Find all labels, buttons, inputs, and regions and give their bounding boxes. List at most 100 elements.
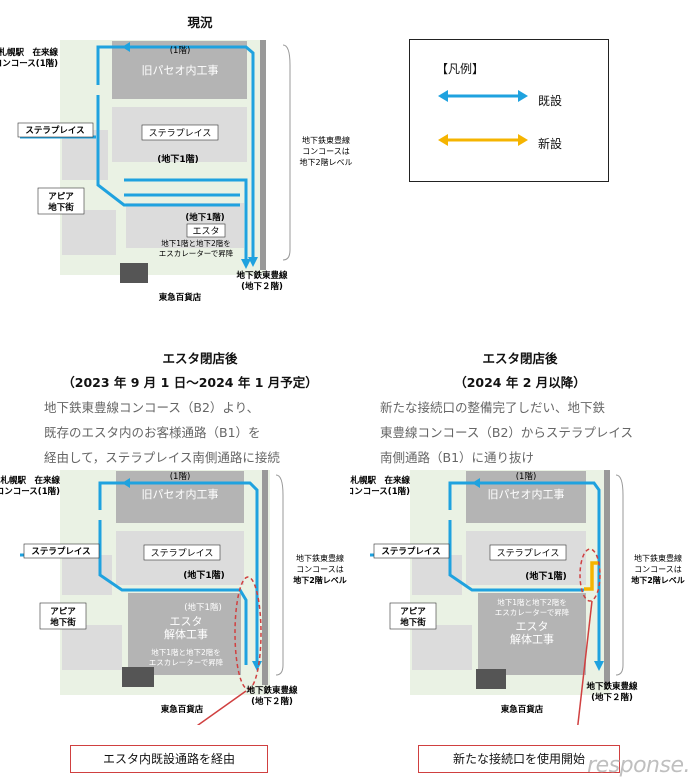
label-tokyu: 東急百貨店 — [501, 704, 544, 715]
right-description-line: 新たな接続口の整備完了しだい、地下鉄 — [380, 400, 606, 415]
label-construction: 旧パセオ内工事 — [142, 487, 219, 501]
label-esta: 解体工事 — [164, 627, 208, 641]
paseo-building — [466, 471, 586, 523]
label-b1: (地下1階) — [183, 569, 225, 581]
side-note: 地下2階レベル — [631, 575, 685, 585]
right-map: JR札幌駅 在来線 東コンコース(1階) (1階) 旧パセオ内工事 ステラプレイ… — [350, 470, 685, 725]
legend: 【凡例】 既設 新設 — [409, 39, 609, 182]
callout-leader — [577, 600, 593, 725]
current-map: JR札幌駅 在来線 東コンコース(1階) (1階) 旧パセオ内工事 ステラプレイ… — [0, 40, 353, 303]
right-subtitle: （2024 年 2 月以降） — [454, 375, 586, 390]
label-stellar-left: ステラプレイス — [31, 546, 90, 557]
legend-title: 【凡例】 — [436, 62, 485, 76]
legend-existing-arrow-icon — [438, 90, 528, 102]
label-apia: 地下街 — [50, 617, 76, 628]
tokyu-entrance — [122, 667, 154, 687]
legend-new-label: 新設 — [538, 137, 563, 151]
label-stellar-bld: ステラプレイス — [497, 548, 560, 559]
callout-leader — [196, 690, 247, 725]
label-b1-2: (地下1階) — [185, 212, 224, 223]
label-apia: 地下街 — [400, 617, 426, 628]
left-description-line: 経由して，ステラプレイス南側通路に接続 — [44, 450, 280, 465]
left-description-line: 既存のエスタ内のお客様通路（B1）を — [44, 425, 261, 440]
wall-edge — [260, 40, 266, 270]
right-description: 新たな接続口の整備完了しだい、地下鉄 東豊線コンコース（B2）からステラプレイス… — [380, 395, 633, 470]
label-jr: JR札幌駅 在来線 — [0, 47, 58, 58]
level-bracket — [615, 474, 624, 676]
arrowheads — [472, 478, 604, 671]
label-subway: (地下２階) — [591, 692, 633, 703]
label-construction: 旧パセオ内工事 — [488, 487, 565, 501]
label-esta: エスタ — [192, 226, 219, 237]
label-subway: 地下鉄東豊線 — [586, 681, 638, 692]
side-note: 地下鉄東豊線 — [634, 553, 682, 563]
label-apia: 地下街 — [48, 202, 74, 213]
label-esta: エスタ — [170, 615, 203, 628]
label-subway: (地下２階) — [251, 696, 293, 707]
label-jr: 東コンコース(1階) — [0, 486, 60, 497]
block — [412, 625, 472, 670]
label-jr: 東コンコース(1階) — [0, 58, 58, 69]
watermark: response. — [587, 753, 690, 778]
block — [62, 625, 122, 670]
label-tokyu: 東急百貨店 — [161, 704, 204, 715]
esta-building — [128, 593, 241, 675]
label-floor1: (1階) — [170, 45, 191, 56]
label-escalator: 地下1階と地下2階を — [497, 597, 567, 607]
label-b1: (地下1階) — [525, 570, 567, 582]
new-route — [584, 561, 598, 591]
paseo-building — [112, 41, 247, 99]
label-floor1: (1階) — [170, 471, 191, 482]
highlight-ellipse — [234, 576, 262, 690]
left-map: JR札幌駅 在来線 東コンコース(1階) (1階) 旧パセオ内工事 ステラプレイ… — [0, 470, 347, 725]
legend-new-arrow-icon — [438, 134, 528, 146]
side-note: コンコースは — [296, 565, 344, 574]
label-b1-2: (地下1階) — [184, 602, 222, 613]
tokyu-entrance — [120, 263, 148, 283]
block — [412, 555, 462, 595]
label-jr: JR札幌駅 在来線 — [350, 475, 410, 486]
label-stellar-bld: ステラプレイス — [151, 548, 214, 559]
paseo-building — [116, 471, 244, 523]
left-title: エスタ閉店後 — [162, 351, 238, 366]
left-subtitle: （2023 年 9 月 1 日〜2024 年 1 月予定） — [62, 375, 318, 390]
label-subway: 地下鉄東豊線 — [236, 270, 288, 281]
right-description-line: 南側通路（B1）に通り抜け — [380, 450, 535, 465]
label-escalator: エスカレーターで昇降 — [159, 248, 234, 258]
label-stellar-left: ステラプレイス — [25, 125, 84, 136]
esta-building — [478, 593, 586, 675]
label-escalator: 地下1階と地下2階を — [161, 238, 231, 248]
label-tokyu: 東急百貨店 — [159, 292, 202, 303]
side-note: コンコースは — [634, 565, 682, 574]
label-escalator: エスカレーターで昇降 — [495, 607, 570, 617]
label-esta: エスタ — [516, 620, 549, 633]
level-bracket — [282, 44, 291, 261]
label-escalator: 地下1階と地下2階を — [151, 647, 221, 657]
block — [62, 555, 112, 595]
right-callout: 新たな接続口を使用開始 — [418, 745, 620, 773]
right-title: エスタ閉店後 — [482, 351, 558, 366]
side-note: 地下2階レベル — [293, 575, 347, 585]
side-note: 地下鉄東豊線 — [302, 135, 350, 145]
label-apia: アピア — [400, 606, 426, 617]
side-note: コンコースは — [302, 147, 350, 156]
label-b1: (地下1階) — [157, 153, 199, 165]
highlight-ellipse — [579, 548, 601, 602]
legend-existing-label: 既設 — [538, 94, 563, 108]
label-apia: アピア — [48, 191, 74, 202]
block — [62, 210, 116, 255]
side-note: 地下2階レベル — [299, 157, 352, 167]
label-stellar-left: ステラプレイス — [381, 546, 440, 557]
tokyu-entrance — [476, 669, 506, 689]
wall-edge — [604, 470, 610, 685]
level-bracket — [275, 474, 284, 676]
left-description: 地下鉄東豊線コンコース（B2）より、 既存のエスタ内のお客様通路（B1）を 経由… — [44, 395, 280, 470]
left-description-line: 地下鉄東豊線コンコース（B2）より、 — [44, 400, 260, 415]
current-title: 現況 — [187, 15, 213, 30]
label-stellar-bld: ステラプレイス — [149, 128, 212, 139]
side-note: 地下鉄東豊線 — [296, 553, 344, 563]
wall-edge — [262, 470, 268, 685]
label-apia: アピア — [50, 606, 76, 617]
label-esta: 解体工事 — [510, 632, 554, 646]
label-subway: (地下２階) — [241, 281, 283, 292]
